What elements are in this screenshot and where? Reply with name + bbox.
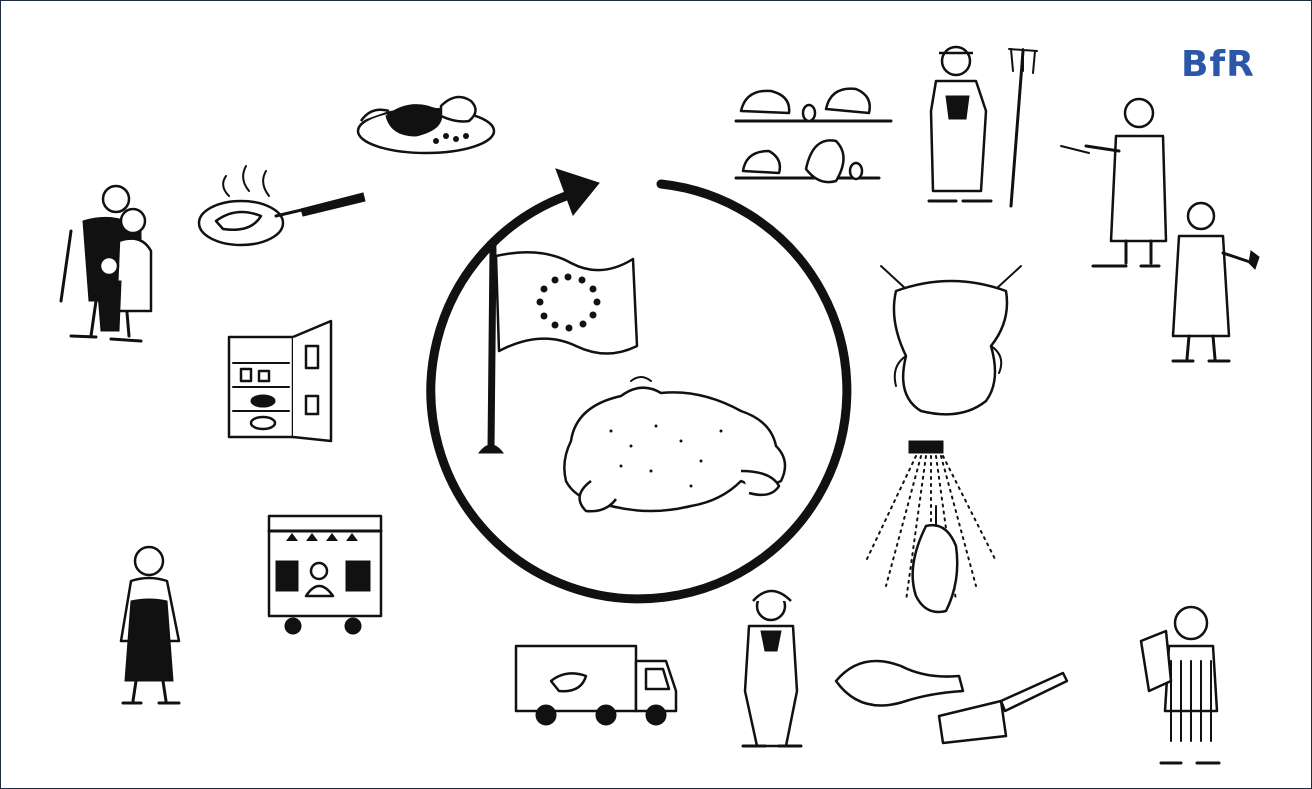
farmer-icon [929, 47, 1037, 206]
market-stall-icon [269, 516, 381, 634]
veterinarian-icon [1061, 99, 1166, 266]
family-icon [61, 186, 151, 341]
drumstick-icon [836, 661, 963, 706]
delivery-truck-icon [516, 646, 676, 725]
refrigerator-icon [229, 321, 331, 441]
frying-pan-icon [199, 166, 365, 245]
hanging-carcass-icon [881, 266, 1021, 414]
raw-chicken-icon [564, 377, 785, 511]
washing-spray-icon [866, 441, 996, 612]
butcher-icon [1141, 607, 1219, 763]
worker-icon [743, 591, 801, 746]
plated-meal-icon [358, 97, 494, 153]
poultry-farm-icon [736, 89, 891, 182]
cycle-arrow-head [556, 169, 599, 215]
inspector-icon [1173, 203, 1259, 361]
shopper-woman-icon [121, 547, 179, 703]
